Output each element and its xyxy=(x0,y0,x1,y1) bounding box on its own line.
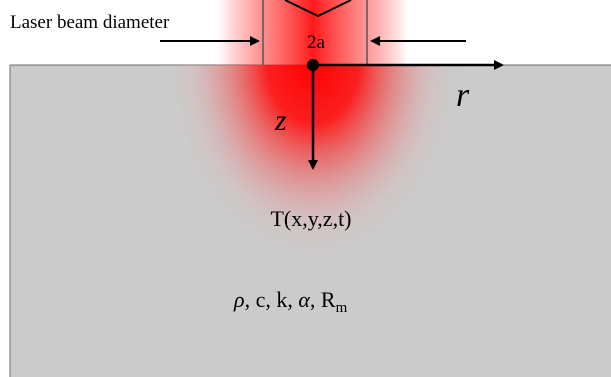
prop-sep-1: , xyxy=(245,287,256,312)
prop-sep-4: , xyxy=(310,287,321,312)
prop-alpha: α xyxy=(298,287,310,312)
z-axis-label: z xyxy=(274,104,287,137)
laser-beam xyxy=(218,0,408,65)
beam-diameter-label: Laser beam diameter xyxy=(10,12,170,33)
beam-focus-chevron xyxy=(284,0,352,18)
temperature-label: T(x,y,z,t) xyxy=(270,206,351,231)
prop-k: k xyxy=(276,287,287,312)
prop-sep-2: , xyxy=(265,287,276,312)
prop-rho: ρ xyxy=(233,287,245,312)
aperture-label: 2a xyxy=(307,32,326,53)
prop-sep-3: , xyxy=(287,287,298,312)
prop-R-sub: m xyxy=(336,300,348,316)
heat-affected-zone xyxy=(10,65,611,377)
origin-point xyxy=(307,59,319,71)
prop-R: R xyxy=(321,287,336,312)
prop-c: c xyxy=(256,287,266,312)
r-axis-label: r xyxy=(456,77,470,114)
material-properties-label: ρ, c, k, α, Rm xyxy=(233,287,348,316)
